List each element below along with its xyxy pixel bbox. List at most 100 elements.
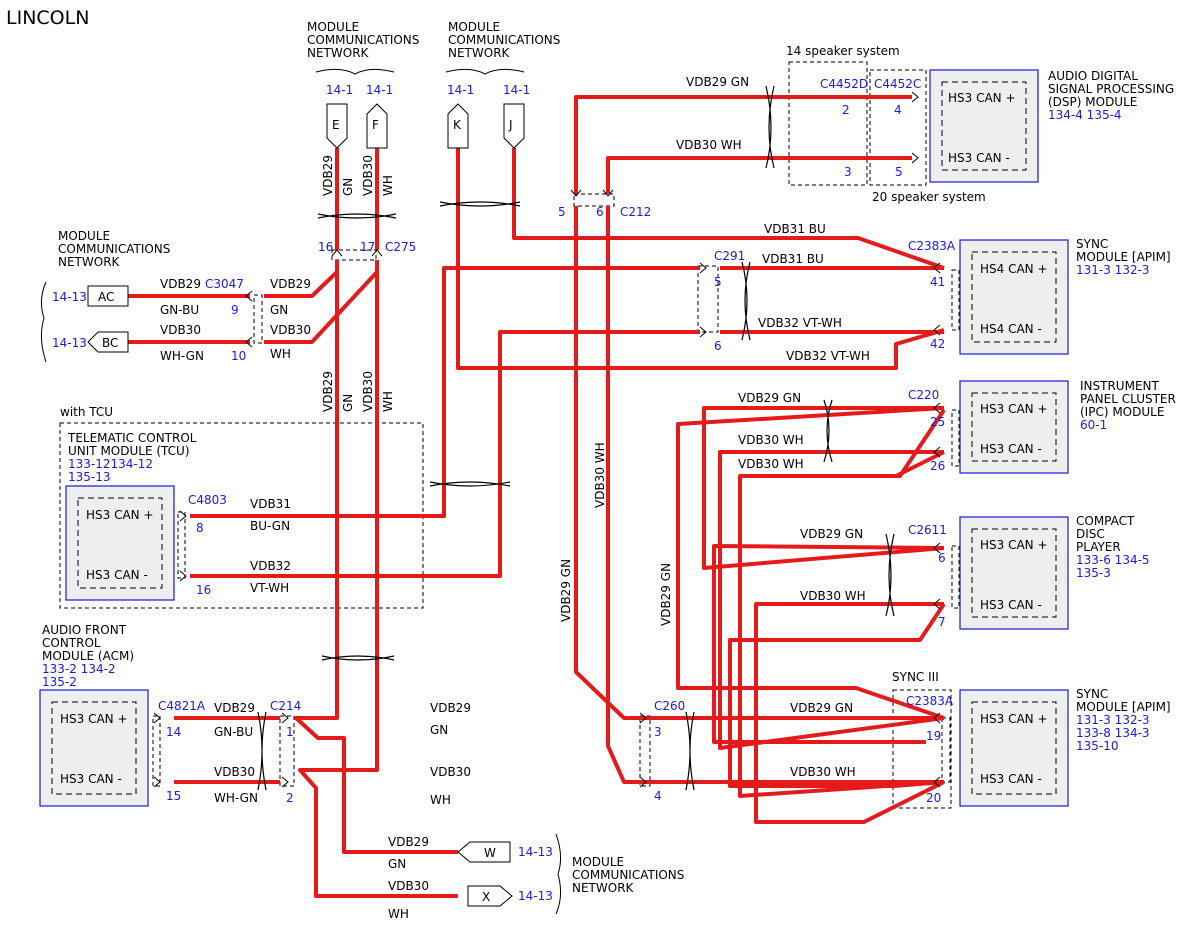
- svg-text:14-1: 14-1: [503, 83, 530, 97]
- svg-text:BC: BC: [102, 336, 118, 350]
- svg-text:COMMUNICATIONS: COMMUNICATIONS: [58, 242, 170, 256]
- svg-text:C291: C291: [714, 249, 745, 263]
- svg-text:C4803: C4803: [188, 493, 227, 507]
- svg-text:SYNC: SYNC: [1076, 687, 1108, 701]
- top-connector-f[interactable]: 14-1 F: [366, 83, 393, 149]
- svg-text:VDB30: VDB30: [214, 765, 255, 779]
- svg-text:VDB29 GN: VDB29 GN: [790, 701, 853, 715]
- module-tcu[interactable]: HS3 CAN + HS3 CAN - TELEMATIC CONTROL UN…: [65, 431, 197, 601]
- top-connector-j[interactable]: 14-1 J: [503, 83, 530, 149]
- svg-text:5: 5: [895, 165, 903, 179]
- svg-text:14-13: 14-13: [518, 845, 553, 859]
- network-label-top-1: MODULE COMMUNICATIONS NETWORK: [307, 20, 419, 75]
- top-connector-k[interactable]: 14-1 K: [447, 83, 474, 149]
- svg-text:42: 42: [930, 337, 945, 351]
- svg-text:41: 41: [930, 275, 945, 289]
- bottom-connector-x[interactable]: X 14-13: [467, 885, 553, 907]
- svg-text:VDB29 GN: VDB29 GN: [559, 559, 573, 622]
- svg-text:WH: WH: [270, 347, 291, 361]
- svg-text:WH: WH: [381, 175, 395, 196]
- network-label-bottom: MODULE COMMUNICATIONS NETWORK: [555, 833, 684, 915]
- svg-text:INSTRUMENT: INSTRUMENT: [1080, 379, 1159, 393]
- circuit-labels: VDB29 GN VDB30 WH VDB31 BU VDB31 BU VDB3…: [160, 75, 870, 921]
- svg-text:16: 16: [196, 583, 211, 597]
- connector-arrows: [153, 91, 941, 788]
- c212-box: [573, 193, 615, 207]
- svg-text:VDB32 VT-WH: VDB32 VT-WH: [758, 316, 842, 330]
- svg-text:PLAYER: PLAYER: [1076, 540, 1121, 554]
- svg-text:14-13: 14-13: [52, 290, 87, 304]
- svg-text:2: 2: [286, 791, 294, 805]
- wires: [128, 95, 946, 898]
- svg-text:5: 5: [714, 275, 722, 289]
- svg-text:133-2 134-2: 133-2 134-2: [42, 662, 116, 676]
- svg-text:MODULE: MODULE: [572, 855, 624, 869]
- svg-text:COMMUNICATIONS: COMMUNICATIONS: [448, 33, 560, 47]
- svg-text:C2383A: C2383A: [908, 239, 956, 253]
- module-sync-hs4[interactable]: HS4 CAN + HS4 CAN - SYNC MODULE [APIM] 1…: [959, 237, 1171, 355]
- svg-text:F: F: [372, 118, 379, 132]
- svg-text:VDB29 GN: VDB29 GN: [800, 527, 863, 541]
- svg-text:135-2: 135-2: [42, 675, 77, 689]
- network-label-left: MODULE COMMUNICATIONS NETWORK: [40, 229, 170, 363]
- svg-text:COMMUNICATIONS: COMMUNICATIONS: [572, 868, 684, 882]
- svg-text:PANEL CLUSTER: PANEL CLUSTER: [1080, 392, 1176, 406]
- svg-text:VDB29: VDB29: [430, 701, 471, 715]
- svg-text:26: 26: [930, 459, 945, 473]
- svg-text:NETWORK: NETWORK: [307, 46, 370, 60]
- svg-text:HS3 CAN +: HS3 CAN +: [948, 91, 1016, 105]
- svg-text:VDB30: VDB30: [430, 765, 471, 779]
- svg-text:6: 6: [714, 339, 722, 353]
- svg-text:135-10: 135-10: [1076, 739, 1119, 753]
- module-ipc[interactable]: HS3 CAN + HS3 CAN - INSTRUMENT PANEL CLU…: [959, 379, 1176, 474]
- top-connector-e[interactable]: 14-1 E: [326, 83, 353, 149]
- module-acm[interactable]: HS3 CAN + HS3 CAN - AUDIO FRONT CONTROL …: [39, 623, 149, 807]
- svg-text:VDB30: VDB30: [361, 371, 375, 412]
- svg-text:GN-BU: GN-BU: [160, 303, 199, 317]
- svg-text:VDB29 GN: VDB29 GN: [738, 391, 801, 405]
- svg-text:16: 16: [318, 240, 333, 254]
- module-sync-hs3[interactable]: HS3 CAN + HS3 CAN - SYNC MODULE [APIM] 1…: [959, 687, 1171, 807]
- c260-box: [639, 715, 651, 787]
- bottom-connector-w[interactable]: W 14-13: [457, 841, 553, 863]
- svg-text:1: 1: [286, 725, 294, 739]
- svg-text:7: 7: [938, 615, 946, 629]
- module-dsp[interactable]: HS3 CAN + HS3 CAN - AUDIO DIGITAL SIGNAL…: [929, 69, 1174, 183]
- c2383a-top-box: [951, 269, 960, 331]
- svg-text:134-4 135-4: 134-4 135-4: [1048, 108, 1122, 122]
- svg-text:C220: C220: [908, 388, 939, 402]
- svg-text:135-3: 135-3: [1076, 566, 1111, 580]
- svg-text:VDB30 WH: VDB30 WH: [738, 433, 804, 447]
- svg-text:14-1: 14-1: [326, 83, 353, 97]
- svg-text:VDB29: VDB29: [270, 277, 311, 291]
- module-cd-player[interactable]: HS3 CAN + HS3 CAN - COMPACT DISC PLAYER …: [959, 514, 1150, 630]
- svg-text:VDB29: VDB29: [321, 155, 335, 196]
- svg-text:4: 4: [654, 789, 662, 803]
- sync3-region-box: [892, 689, 952, 809]
- svg-text:HS4 CAN -: HS4 CAN -: [980, 322, 1042, 336]
- svg-text:C214: C214: [270, 699, 301, 713]
- svg-text:MODULE: MODULE: [58, 229, 110, 243]
- svg-text:(IPC) MODULE: (IPC) MODULE: [1080, 405, 1164, 419]
- svg-text:WH-GN: WH-GN: [214, 791, 258, 805]
- svg-text:135-13: 135-13: [68, 470, 111, 484]
- left-connector-bc[interactable]: 14-13 BC: [52, 331, 129, 353]
- svg-text:2: 2: [842, 103, 850, 117]
- svg-text:60-1: 60-1: [1080, 418, 1107, 432]
- svg-text:TELEMATIC CONTROL: TELEMATIC CONTROL: [67, 431, 197, 445]
- svg-text:HS3 CAN +: HS3 CAN +: [980, 538, 1048, 552]
- c214-box: [279, 715, 295, 787]
- svg-text:VDB29 GN: VDB29 GN: [659, 563, 673, 626]
- svg-text:17: 17: [360, 240, 375, 254]
- svg-text:X: X: [482, 890, 490, 904]
- c4803-box: [177, 511, 186, 579]
- svg-text:AUDIO DIGITAL: AUDIO DIGITAL: [1048, 69, 1138, 83]
- svg-text:4: 4: [894, 103, 902, 117]
- connector-ids: C4452D C4452C C212 C275 C3047 C2383A C29…: [158, 77, 956, 713]
- svg-text:HS3 CAN -: HS3 CAN -: [60, 772, 122, 786]
- svg-text:WH: WH: [430, 793, 451, 807]
- svg-text:AUDIO FRONT: AUDIO FRONT: [42, 623, 127, 637]
- left-connector-ac[interactable]: 14-13 AC: [52, 285, 129, 307]
- svg-text:GN: GN: [341, 394, 355, 412]
- svg-text:MODULE (ACM): MODULE (ACM): [42, 649, 134, 663]
